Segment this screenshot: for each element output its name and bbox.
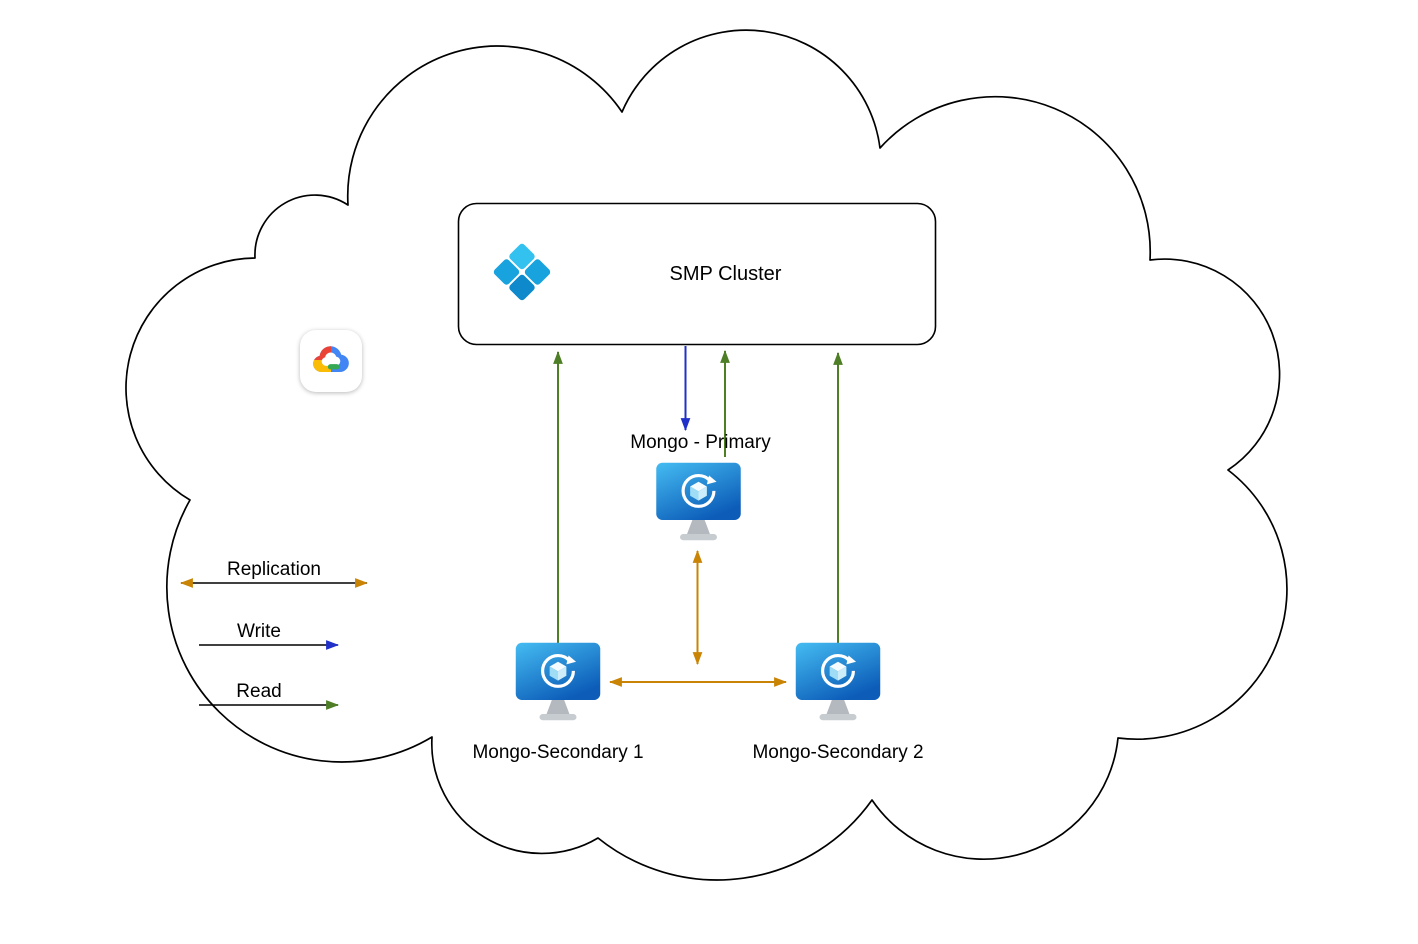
google-cloud-logo-card bbox=[300, 330, 362, 392]
mongo-primary-label: Mongo - Primary bbox=[630, 432, 771, 453]
mongo-secondary1-label: Mongo-Secondary 1 bbox=[472, 742, 644, 763]
mongo-secondary2-label: Mongo-Secondary 2 bbox=[752, 742, 924, 763]
cloud-boundary bbox=[125, 29, 1288, 881]
smp-cluster-icon bbox=[493, 243, 551, 301]
google-cloud-icon bbox=[313, 346, 349, 373]
smp-cluster-box bbox=[457, 202, 937, 346]
smp-cluster-label: SMP Cluster bbox=[669, 262, 782, 285]
legend-write-label: Write bbox=[237, 621, 281, 642]
legend-replication-label: Replication bbox=[227, 559, 321, 580]
legend-read-label: Read bbox=[236, 681, 282, 702]
